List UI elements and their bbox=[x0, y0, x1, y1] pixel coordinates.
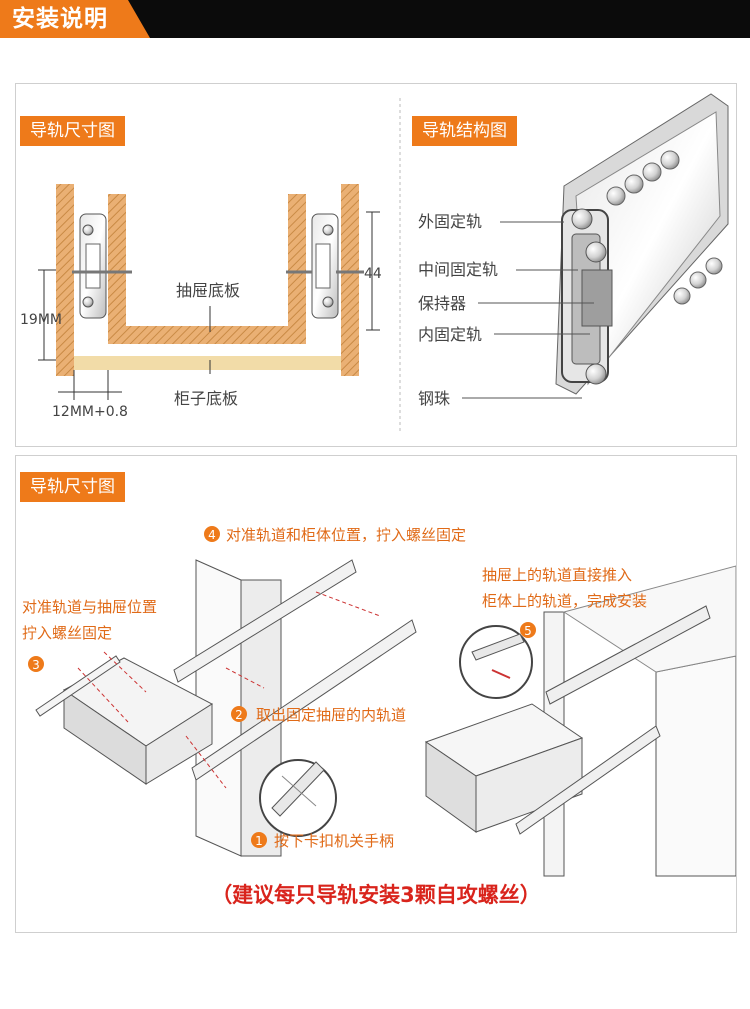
step-badge-5: 5 bbox=[520, 622, 536, 638]
step5-text-line1: 抽屉上的轨道直接推入 bbox=[482, 566, 632, 584]
installed-rail bbox=[545, 605, 711, 705]
drawer-bottom-board bbox=[108, 326, 306, 344]
label-middle-rail: 中间固定轨 bbox=[418, 260, 498, 279]
cabinet-wall-left bbox=[56, 184, 74, 376]
svg-text:1: 1 bbox=[255, 834, 263, 848]
label-outer-rail: 外固定轨 bbox=[418, 212, 482, 231]
cabinet-bottom-board bbox=[74, 356, 341, 370]
header-tab bbox=[0, 0, 150, 38]
step2-text: 取出固定抽屉的内轨道 bbox=[256, 706, 406, 724]
label-inner-rail: 内固定轨 bbox=[418, 325, 482, 344]
drawer-wall-right bbox=[288, 194, 306, 344]
dim-right-label: 44 bbox=[364, 266, 382, 282]
structure-diagram: 外固定轨 中间固定轨 保持器 内固定轨 钢珠 bbox=[418, 93, 729, 408]
install-diagram-tag: 导轨尺寸图 bbox=[20, 472, 125, 502]
left-scene bbox=[35, 559, 417, 857]
step3-text-line2: 拧入螺丝固定 bbox=[22, 624, 112, 642]
cabinet-rail-lower bbox=[191, 619, 417, 781]
right-scene bbox=[424, 565, 736, 877]
step5-text-line2: 柜体上的轨道，完成安装 bbox=[482, 592, 647, 610]
step4-text: 对准轨道和柜体位置，拧入螺丝固定 bbox=[226, 526, 466, 544]
drawer-rail bbox=[35, 655, 121, 717]
size-diagram: 19MM 44 12MM+0.8 抽屉底板 柜子底板 bbox=[20, 184, 382, 420]
drawer-wall-left bbox=[108, 194, 126, 344]
cabinet-bottom-label: 柜子底板 bbox=[174, 389, 238, 408]
svg-text:2: 2 bbox=[235, 708, 243, 722]
page-title: 安装说明 bbox=[12, 6, 108, 32]
zoom-callout-left bbox=[259, 759, 337, 837]
size-diagram-tag: 导轨尺寸图 bbox=[20, 116, 125, 146]
cabinet-wall-right bbox=[341, 184, 359, 376]
structure-diagram-tag: 导轨结构图 bbox=[412, 116, 517, 146]
label-steel-ball: 钢珠 bbox=[418, 389, 450, 408]
cabinet-rail-upper bbox=[173, 559, 357, 683]
rail-right-section bbox=[311, 213, 339, 319]
step3-text-line1: 对准轨道与抽屉位置 bbox=[22, 598, 157, 616]
header-bar: 安装说明 bbox=[0, 0, 750, 38]
svg-text:4: 4 bbox=[208, 528, 216, 542]
step-badge-4: 4 bbox=[204, 526, 220, 542]
top-panel-drawing: 19MM 44 12MM+0.8 抽屉底板 柜子底板 bbox=[20, 93, 729, 434]
step-badge-2: 2 bbox=[231, 706, 247, 722]
step1-text: 按下卡扣机关手柄 bbox=[274, 832, 394, 850]
step-badge-3: 3 bbox=[28, 656, 44, 672]
rail-left-section bbox=[79, 213, 107, 319]
svg-text:5: 5 bbox=[524, 624, 532, 638]
label-retainer: 保持器 bbox=[418, 294, 466, 313]
top-panel: 导轨尺寸图 导轨结构图 bbox=[15, 83, 737, 447]
svg-text:3: 3 bbox=[32, 658, 40, 672]
dim-left-label: 19MM bbox=[20, 312, 62, 328]
step-badge-1: 1 bbox=[251, 832, 267, 848]
screw-note: （建议每只导轨安装3颗自攻螺丝） bbox=[211, 883, 541, 907]
drawer-bottom-label: 抽屉底板 bbox=[176, 281, 240, 300]
bottom-panel: 导轨尺寸图 bbox=[15, 455, 737, 933]
dim-bottom-label: 12MM+0.8 bbox=[52, 404, 128, 420]
install-drawing: 4 3 2 1 5 对准轨道和柜体位置，拧入螺丝固定 对准轨道与抽屉位置 拧入螺… bbox=[22, 526, 736, 907]
